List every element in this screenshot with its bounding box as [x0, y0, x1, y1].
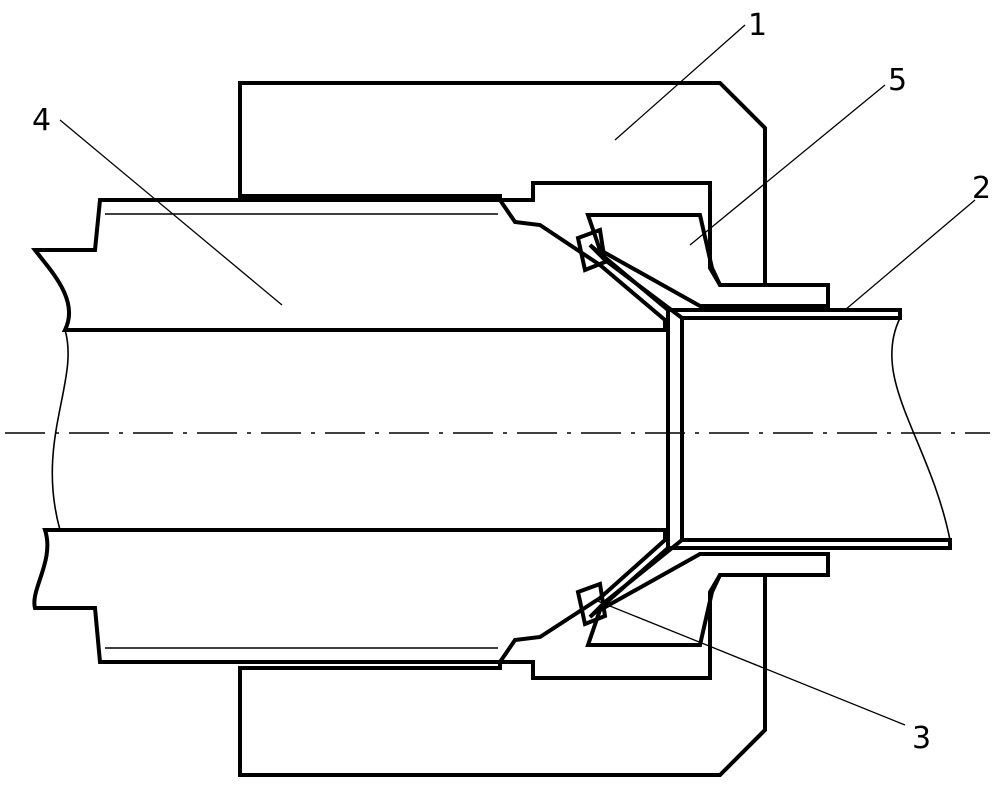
label-1: 1 [748, 8, 767, 43]
seal-ring-bottom [575, 581, 608, 627]
sleeve-top-section [585, 213, 830, 308]
sleeve-bottom-section [585, 552, 830, 647]
nut-bottom-section [238, 573, 767, 777]
label-5: 5 [888, 63, 907, 98]
tube-section [588, 243, 952, 619]
callout-3: 3 [594, 599, 931, 756]
callout-1: 1 [614, 8, 767, 141]
label-3: 3 [912, 721, 931, 756]
callout-4: 4 [32, 103, 283, 306]
body-top-section [30, 198, 667, 332]
label-4: 4 [32, 103, 51, 138]
callout-2: 2 [844, 171, 991, 311]
callout-5: 5 [689, 63, 907, 246]
nut-top-section [238, 81, 767, 287]
body-bottom-section [32, 528, 667, 664]
label-2: 2 [972, 171, 991, 206]
